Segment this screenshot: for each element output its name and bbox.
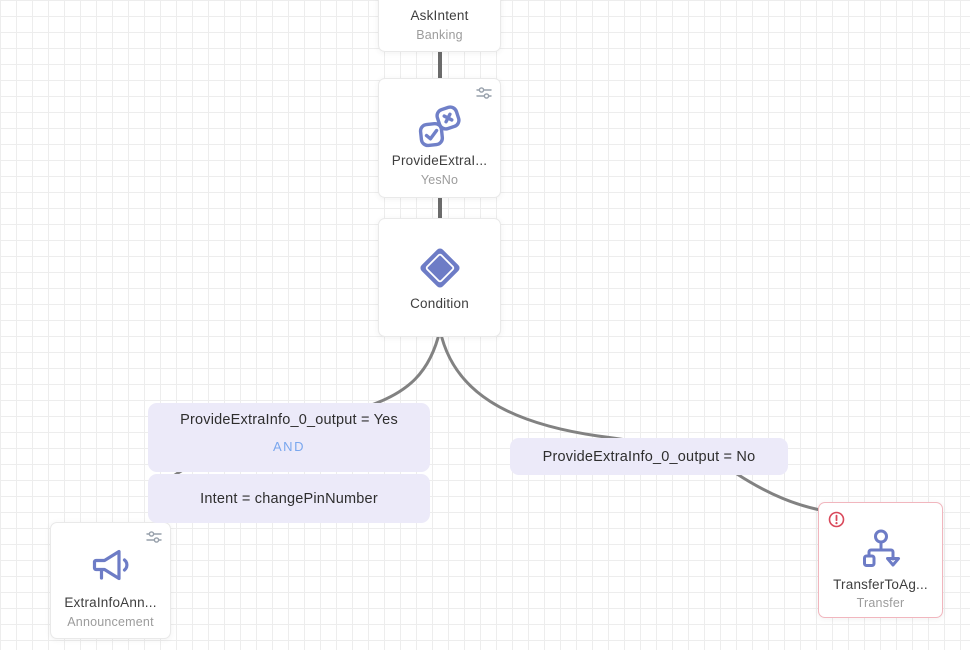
node-settings-icon[interactable] — [146, 530, 162, 544]
condition-label-no[interactable]: ProvideExtraInfo_0_output = No — [510, 438, 788, 475]
node-subtitle: YesNo — [420, 173, 459, 187]
condition-expression: ProvideExtraInfo_0_output = No — [542, 448, 756, 465]
edge-condition-no — [438, 328, 822, 512]
node-subtitle: Banking — [416, 28, 463, 42]
yes-no-icon — [415, 103, 465, 156]
condition-label-yes[interactable]: ProvideExtraInfo_0_output = Yes AND — [148, 403, 430, 472]
megaphone-icon — [89, 546, 133, 591]
node-condition[interactable]: Condition — [378, 218, 501, 337]
node-title: Condition — [410, 296, 469, 311]
node-title: ProvideExtraI... — [391, 153, 488, 168]
node-provide-extra-info[interactable]: ProvideExtraI... YesNo — [378, 78, 501, 198]
error-warning-icon — [828, 511, 845, 528]
condition-expression: ProvideExtraInfo_0_output = Yes — [180, 411, 398, 428]
node-subtitle: Transfer — [856, 596, 905, 610]
diamond-icon — [417, 245, 463, 296]
node-subtitle: Announcement — [67, 615, 154, 629]
node-title: ExtraInfoAnn... — [64, 595, 157, 610]
condition-expression: Intent = changePinNumber — [200, 490, 378, 507]
condition-label-intent[interactable]: Intent = changePinNumber — [148, 474, 430, 523]
node-title: AskIntent — [410, 8, 469, 23]
node-transfer-to-agent[interactable]: TransferToAg... Transfer — [818, 502, 943, 618]
node-extra-info-announcement[interactable]: ExtraInfoAnn... Announcement — [50, 522, 171, 639]
node-title: TransferToAg... — [833, 577, 928, 592]
node-ask-intent[interactable]: AskIntent Banking — [378, 0, 501, 52]
node-settings-icon[interactable] — [476, 86, 492, 100]
transfer-icon — [859, 528, 903, 577]
condition-operator: AND — [273, 438, 305, 454]
